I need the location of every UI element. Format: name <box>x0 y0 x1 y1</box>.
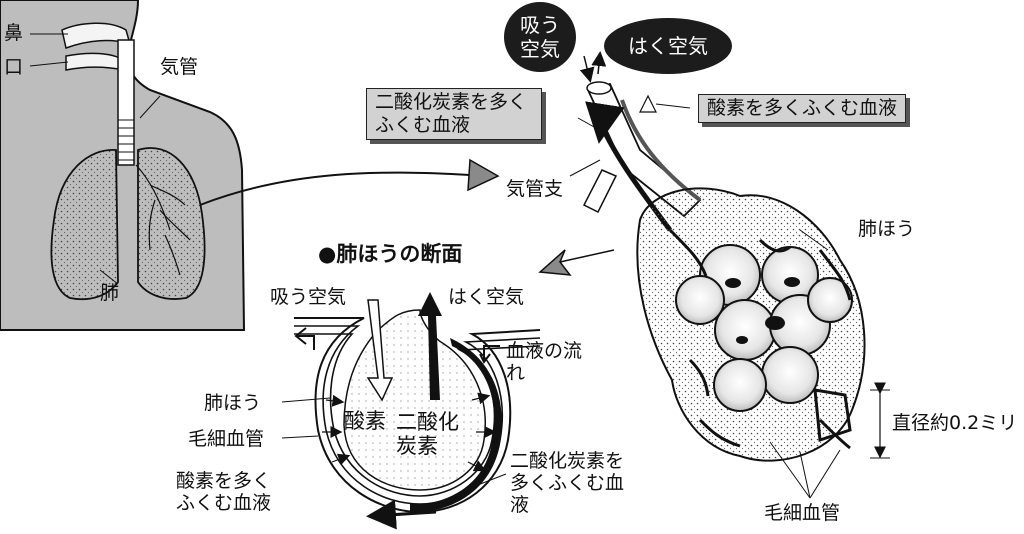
bubble-inhaled-air-text: 吸う空気 <box>520 13 560 61</box>
bronchial-tree <box>135 164 191 276</box>
air-out-arrow <box>418 292 442 400</box>
trachea-rings <box>118 119 134 161</box>
label-section-exhaled-air: はく空気 <box>448 286 525 308</box>
section-title: ●肺ほうの断面 <box>318 238 462 268</box>
label-section-oxygen-rich-blood: 酸素を多くふくむ血液 <box>176 470 272 514</box>
label-alveolus-cluster: 肺ほう <box>858 218 916 240</box>
label-mouth: 口 <box>4 56 24 78</box>
label-section-inhaled-air: 吸う空気 <box>270 286 347 308</box>
box-co2-rich-blood: 二酸化炭素を多くふくむ血液 <box>366 88 542 140</box>
bronchi-cluster <box>538 51 890 499</box>
alveolus-section <box>281 292 541 530</box>
label-lung: 肺 <box>100 282 120 304</box>
gas-exchange-arrows <box>322 392 497 472</box>
label-section-alveolus: 肺ほう <box>204 392 262 414</box>
box-oxygen-rich-blood: 酸素を多くふくむ血液 <box>698 94 907 123</box>
label-section-co2-rich-blood: 二酸化炭素を多くふくむ血液 <box>510 450 625 516</box>
zoom-arrow-to-section <box>538 249 615 276</box>
label-carbon-dioxide: 二酸化炭素 <box>396 410 459 458</box>
label-capillaries-cluster: 毛細血管 <box>764 502 841 524</box>
section-title-bullet: ● <box>318 242 337 266</box>
label-blood-flow: 血液の流れ <box>506 340 583 384</box>
label-diameter: 直径約0.2ミリ <box>892 412 1018 434</box>
mouth-cavity <box>65 52 125 71</box>
trachea-tube <box>117 39 135 166</box>
alveolus-openings <box>725 277 800 344</box>
label-bronchus: 気管支 <box>506 178 564 200</box>
zoom-arrow-to-bronchi <box>199 171 471 206</box>
alveolus-sacs <box>675 244 853 412</box>
bronchus-branch <box>582 169 618 214</box>
label-section-capillary: 毛細血管 <box>188 428 265 450</box>
alveolus-wall-line-2 <box>294 325 541 505</box>
bubble-exhaled-air-text: はく空気 <box>628 34 708 58</box>
air-in-arrow <box>366 299 394 402</box>
section-title-text: 肺ほうの断面 <box>336 242 463 266</box>
label-oxygen: 酸素 <box>344 409 386 433</box>
torso-figure <box>0 0 500 331</box>
label-nose: 鼻 <box>4 22 24 44</box>
label-trachea: 気管 <box>160 56 199 78</box>
capillary-network <box>668 228 852 450</box>
right-lung <box>137 147 206 300</box>
bubble-inhaled-air: 吸う空気 <box>504 2 576 72</box>
bubble-exhaled-air: はく空気 <box>604 18 732 74</box>
left-lung <box>50 149 119 301</box>
alveolus-inner-space <box>343 309 486 491</box>
blood-flow-arrow <box>366 499 437 530</box>
